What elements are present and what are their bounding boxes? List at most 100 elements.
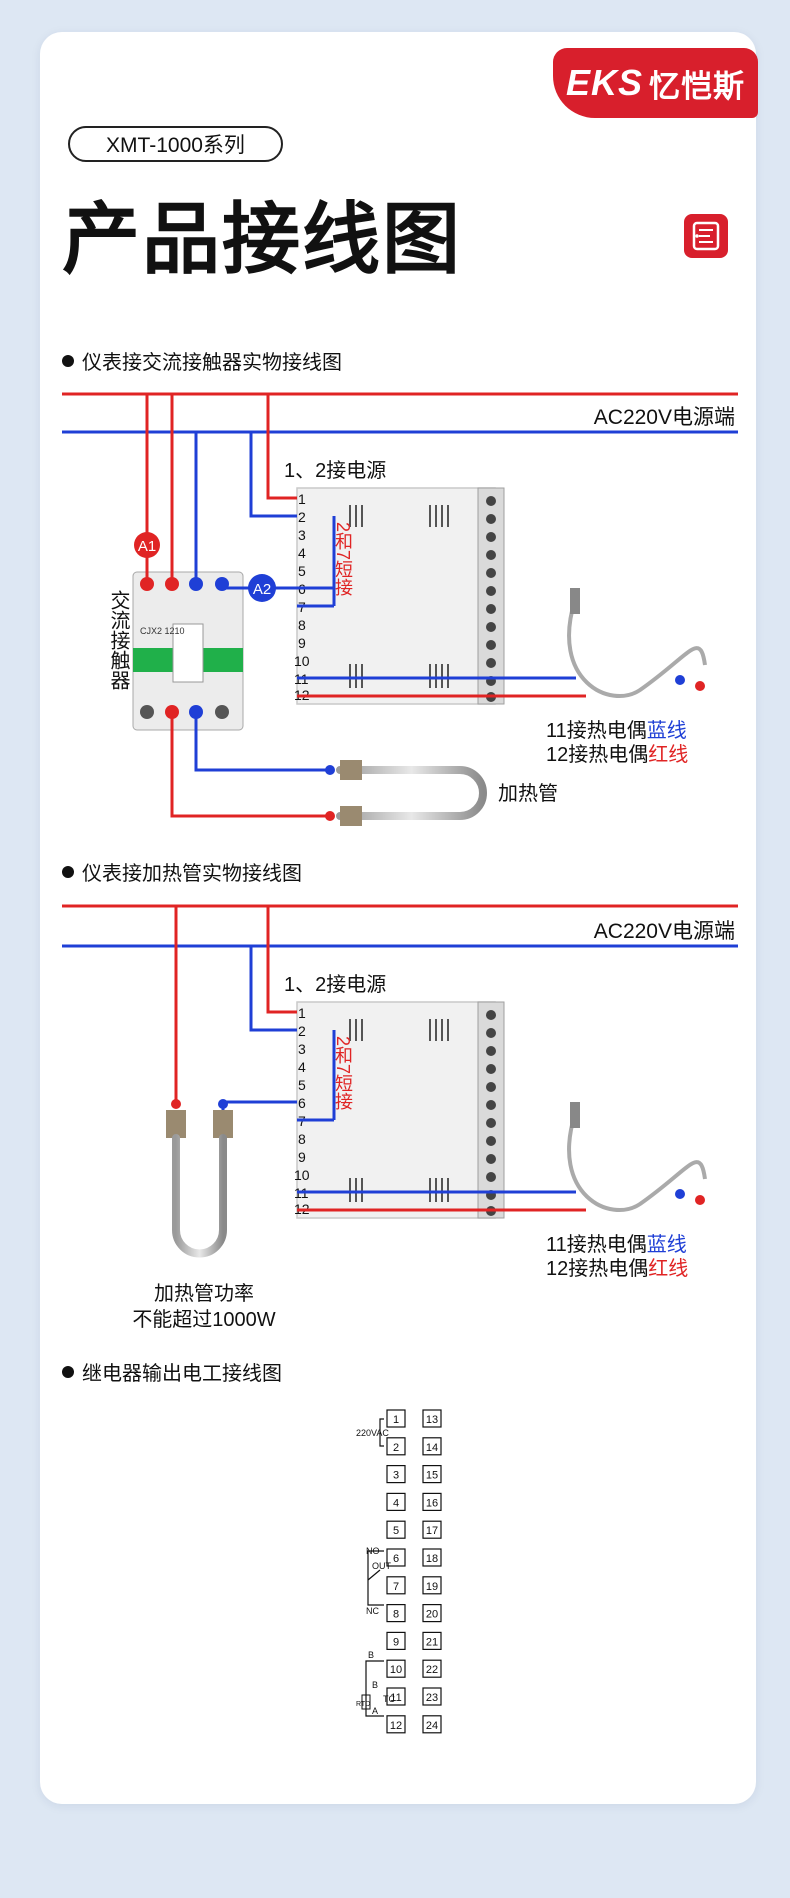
wire-terminal-6-to-heater bbox=[221, 1100, 297, 1110]
left-terminal-7-box bbox=[386, 1576, 406, 1595]
series-badge: XMT-1000系列 bbox=[68, 126, 283, 162]
terminal-6: 6 bbox=[298, 1095, 306, 1111]
brand-logo-mark: EKS bbox=[565, 62, 644, 103]
wire-neutral-to-heater bbox=[194, 712, 330, 772]
right-terminal-21: 21 bbox=[426, 1636, 438, 1648]
section-heading-text: 仪表接交流接触器实物接线图 bbox=[82, 352, 342, 374]
heater-note-line-2: 不能超过1000W bbox=[132, 1308, 275, 1331]
terminal-2: 2 bbox=[298, 509, 306, 525]
bullet-icon bbox=[62, 865, 74, 878]
bullet-icon bbox=[62, 354, 74, 367]
contactor-label: 交流接触器 bbox=[107, 590, 130, 690]
right-terminal-17: 17 bbox=[426, 1525, 438, 1537]
left-terminal-2-box bbox=[386, 1437, 406, 1456]
supply-label: 220VAC bbox=[356, 1428, 389, 1438]
right-terminal-13: 13 bbox=[426, 1414, 438, 1426]
right-terminal-17-box bbox=[422, 1520, 442, 1539]
section-heading-text: 继电器输出电工接线图 bbox=[82, 1363, 282, 1385]
right-terminal-23: 23 bbox=[426, 1692, 438, 1704]
left-terminal-11-box bbox=[386, 1687, 406, 1706]
contactor-window bbox=[172, 623, 204, 683]
terminal-9: 9 bbox=[298, 635, 306, 651]
marker-a1-label: A1 bbox=[138, 538, 156, 555]
vent-slots bbox=[349, 505, 449, 688]
left-terminal-1: 1 bbox=[393, 1414, 399, 1426]
terminal-8: 8 bbox=[298, 617, 306, 633]
left-terminal-10: 10 bbox=[390, 1664, 402, 1676]
diagram-relay-schematic: 123456789101112131415161718192021222324 … bbox=[356, 1409, 442, 1734]
rtd-a-label: A bbox=[372, 1706, 378, 1716]
heater-fitting bbox=[213, 1110, 233, 1138]
right-terminal-14: 14 bbox=[426, 1442, 438, 1454]
rtd-b-label-1: B bbox=[368, 1650, 374, 1660]
heater-tube bbox=[336, 766, 487, 820]
contactor-model: CJX2 1210 bbox=[140, 626, 185, 636]
heater-fitting bbox=[340, 760, 362, 780]
short-circuit-label: 2和7短接 bbox=[333, 1036, 353, 1111]
right-terminal-19: 19 bbox=[426, 1581, 438, 1593]
terminal-9: 9 bbox=[298, 1149, 306, 1165]
left-terminal-3-box bbox=[386, 1464, 406, 1484]
right-terminal-20-box bbox=[422, 1603, 442, 1623]
heater-label: 加热管 bbox=[498, 782, 558, 805]
right-terminal-18-box bbox=[422, 1548, 442, 1567]
brand-name: 忆恺斯 bbox=[649, 68, 746, 104]
terminal-1: 1 bbox=[298, 1005, 306, 1021]
right-terminal-21-box bbox=[422, 1631, 442, 1651]
left-terminal-6-box bbox=[386, 1548, 406, 1567]
power-terminals-label: 1、2接电源 bbox=[284, 459, 386, 482]
left-terminal-6: 6 bbox=[393, 1553, 399, 1565]
marker-a2-label: A2 bbox=[253, 581, 271, 598]
terminal-screws bbox=[486, 1010, 496, 1216]
terminal-8: 8 bbox=[298, 1131, 306, 1147]
left-terminal-12-box bbox=[386, 1715, 406, 1734]
marker-a1 bbox=[134, 532, 160, 558]
sensor-lines bbox=[365, 1660, 384, 1717]
left-terminal-5-box bbox=[386, 1520, 406, 1539]
rtd-symbol bbox=[361, 1694, 371, 1710]
thermocouple-cable bbox=[567, 599, 707, 698]
terminal-10: 10 bbox=[294, 653, 310, 669]
left-terminal-2: 2 bbox=[393, 1442, 399, 1454]
terminal-1: 1 bbox=[298, 491, 306, 507]
left-terminal-9: 9 bbox=[393, 1636, 399, 1648]
left-terminal-8-box bbox=[386, 1603, 406, 1623]
nc-label: NC bbox=[366, 1606, 379, 1616]
terminal-2: 2 bbox=[298, 1023, 306, 1039]
controller-back bbox=[296, 1001, 496, 1219]
right-terminal-22: 22 bbox=[426, 1664, 438, 1676]
brand-logo: EKS 忆恺斯 bbox=[553, 48, 758, 118]
supply-bracket bbox=[379, 1418, 384, 1447]
left-terminal-10-box bbox=[386, 1659, 406, 1678]
diagram-heater: AC220V电源端 1 2 3 4 5 6 7 8 9 10 11 12 1、2… bbox=[62, 904, 738, 1331]
heater-fitting bbox=[340, 806, 362, 826]
rtd-b-label-2: B bbox=[372, 1680, 378, 1690]
left-terminal-11: 11 bbox=[390, 1692, 401, 1704]
section-heading-relay: 继电器输出电工接线图 bbox=[62, 1357, 282, 1386]
terminal-5: 5 bbox=[298, 1077, 306, 1093]
right-terminal-16: 16 bbox=[426, 1497, 438, 1509]
wire-neutral-to-terminal-2 bbox=[249, 946, 297, 1032]
thermocouple-blue-label: 11接热电偶蓝线 bbox=[546, 719, 687, 742]
thermocouple-probe bbox=[570, 1102, 580, 1128]
thermocouple-red-label: 12接热电偶红线 bbox=[546, 743, 688, 766]
section-heading-text: 仪表接加热管实物接线图 bbox=[82, 863, 302, 885]
left-terminal-1-box bbox=[386, 1409, 406, 1428]
left-terminal-9-box bbox=[386, 1631, 406, 1651]
terminal-4: 4 bbox=[298, 545, 306, 561]
wire-live-to-terminal-1 bbox=[266, 906, 297, 1014]
heater-fitting bbox=[166, 1110, 186, 1138]
right-terminal-24: 24 bbox=[426, 1720, 438, 1732]
power-source-label: AC220V电源端 bbox=[594, 920, 735, 943]
relay-switch bbox=[367, 1569, 381, 1581]
right-terminal-24-box bbox=[422, 1715, 442, 1734]
thermocouple-blue-label: 11接热电偶蓝线 bbox=[546, 1233, 687, 1256]
heater-tube bbox=[172, 1134, 227, 1258]
left-terminal-5: 5 bbox=[393, 1525, 399, 1537]
left-terminal-7: 7 bbox=[393, 1581, 399, 1593]
left-terminal-12: 12 bbox=[390, 1720, 402, 1732]
left-terminal-4: 4 bbox=[393, 1497, 399, 1509]
section-heading-heater: 仪表接加热管实物接线图 bbox=[62, 857, 302, 886]
